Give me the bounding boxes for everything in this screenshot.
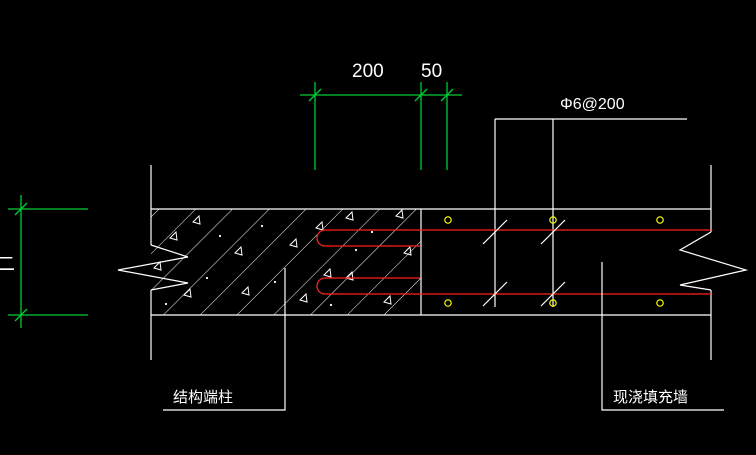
rebar-leader	[494, 118, 687, 307]
rebar-dots	[444, 216, 664, 307]
left-break-symbol	[117, 244, 189, 291]
aggregate-mark	[183, 287, 192, 298]
rebars	[316, 229, 711, 295]
left-component-label: 结构端柱	[173, 388, 233, 406]
aggregate-mark	[323, 267, 332, 278]
aggregate-mark	[234, 245, 243, 256]
rebar-dot	[549, 299, 557, 307]
left-label-leader	[163, 268, 286, 411]
aggregate-dot	[370, 230, 374, 234]
label-leaders	[163, 262, 724, 411]
aggregate-mark	[345, 270, 354, 281]
aggregate-mark	[241, 285, 250, 296]
tie-mark	[540, 281, 566, 307]
aggregate-mark	[169, 230, 178, 241]
tie-mark	[482, 219, 508, 245]
left-dimension	[8, 195, 88, 328]
aggregate-marks	[153, 208, 412, 305]
aggregate-dots	[164, 224, 374, 307]
left-dimension-text: 二	[0, 254, 15, 275]
left-tick-bottom	[14, 308, 28, 322]
rebar-dot	[656, 216, 664, 224]
aggregate-dot	[218, 234, 222, 238]
wall-outline	[117, 165, 749, 360]
tick-2	[414, 88, 428, 102]
right-break-symbol	[678, 231, 749, 291]
left-tick-top	[14, 202, 28, 216]
aggregate-mark	[192, 214, 201, 225]
aggregate-mark	[383, 294, 392, 305]
right-label-leader	[601, 262, 724, 411]
aggregate-dot	[260, 224, 264, 228]
dimension-200: 200	[352, 61, 384, 82]
rebar-spec-label: Φ6@200	[560, 96, 625, 113]
rebar-dot	[444, 216, 452, 224]
aggregate-mark	[289, 237, 298, 248]
aggregate-dot	[354, 248, 358, 252]
aggregate-mark	[299, 292, 308, 303]
tie-mark	[482, 281, 508, 307]
aggregate-dot	[273, 280, 277, 284]
aggregate-mark	[403, 245, 412, 256]
rebar-upper	[316, 229, 711, 247]
aggregate-dot	[164, 302, 168, 306]
aggregate-dot	[205, 276, 209, 280]
right-component-label: 现浇填充墙	[613, 388, 688, 406]
aggregate-mark	[345, 210, 354, 221]
aggregate-mark	[395, 208, 404, 219]
dimension-50: 50	[421, 61, 442, 82]
rebar-dot	[549, 216, 557, 224]
rebar-lower	[316, 277, 711, 295]
tick-3	[440, 88, 454, 102]
aggregate-dot	[329, 303, 333, 307]
aggregate-mark	[315, 220, 324, 231]
rebar-dot	[444, 299, 452, 307]
rebar-dot	[656, 299, 664, 307]
aggregate-mark	[153, 260, 162, 271]
tie-marks	[482, 219, 566, 307]
tie-mark	[540, 219, 566, 245]
tick-1	[308, 88, 322, 102]
top-dimension	[300, 82, 462, 170]
column-hatch	[151, 209, 421, 315]
